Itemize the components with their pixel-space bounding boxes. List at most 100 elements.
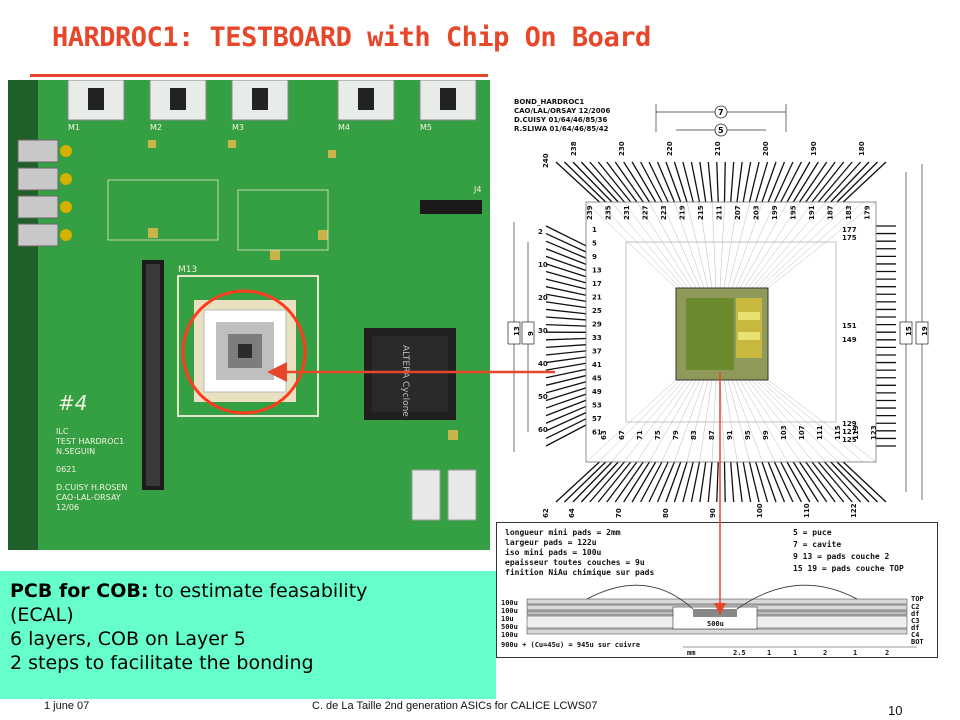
bond-top-27 xyxy=(767,161,786,203)
scale-mm: mm xyxy=(687,649,695,657)
page-number: 10 xyxy=(888,703,903,718)
bond-bottom-28 xyxy=(773,461,794,503)
caption-bold: PCB for COB: xyxy=(10,580,149,602)
label-bottom-115: 115 xyxy=(834,425,842,440)
footer-center: C. de La Taille 2nd generation ASICs for… xyxy=(312,700,598,712)
bond-left-9 xyxy=(545,293,587,303)
bond-left-23 xyxy=(545,387,587,402)
label-bottom-91: 91 xyxy=(726,430,734,440)
legend-2: 7 = cavite xyxy=(793,539,841,549)
bond-left-15 xyxy=(545,337,587,341)
label-left-25: 25 xyxy=(592,307,602,315)
wire-top-18 xyxy=(747,201,814,289)
wire-bottom-2 xyxy=(611,379,685,463)
label-left-29: 29 xyxy=(592,321,602,329)
bond-bottom-17 xyxy=(699,461,707,503)
bond-top-15 xyxy=(682,161,694,203)
bond-left-3 xyxy=(545,248,587,265)
bond-left-12 xyxy=(545,316,587,321)
bond-top-35 xyxy=(817,161,853,203)
label-right-177: 177 xyxy=(842,226,857,234)
spec-line-1: longueur mini pads = 2mm xyxy=(505,527,621,537)
label-bottom-79: 79 xyxy=(672,430,680,440)
label-left-5: 5 xyxy=(592,240,597,248)
label-topinner-219: 219 xyxy=(679,205,687,220)
mezz-label-3: M3 xyxy=(232,123,244,132)
label-bottom-63: 63 xyxy=(600,430,608,440)
module-label: M13 xyxy=(178,265,197,275)
layer-4: 500u xyxy=(501,623,518,631)
layer-2: 100u xyxy=(501,607,518,615)
bond-top-17 xyxy=(699,161,707,203)
label-bottom-103: 103 xyxy=(780,425,788,440)
label-left-41: 41 xyxy=(592,361,602,369)
label-right-151: 151 xyxy=(842,322,857,330)
bond-bottom-18 xyxy=(707,461,713,503)
side-df1: df xyxy=(911,610,919,618)
bond-top-8 xyxy=(623,161,650,203)
silk-line-1: ILC xyxy=(56,427,69,436)
bond-top-4 xyxy=(589,161,625,203)
mezz-label-2: M2 xyxy=(150,123,162,132)
label-right-125: 125 xyxy=(842,436,857,444)
bond-bottom-27 xyxy=(767,461,786,503)
mezz-label-4: M4 xyxy=(338,123,350,132)
label-top-190: 190 xyxy=(810,141,818,156)
label-topinner-235: 235 xyxy=(605,205,613,220)
wire-top-20 xyxy=(755,201,839,289)
mezzanine-connectors xyxy=(67,80,477,121)
scale-4: 2 xyxy=(823,649,827,657)
layer-total: 900u + (Cu=45u) = 945u sur cuivre xyxy=(501,641,640,649)
scale-1: 2.5 xyxy=(733,649,746,657)
wire-bottom-13 xyxy=(727,379,751,463)
label-leftouter-50: 50 xyxy=(538,393,548,401)
label-bottom-75: 75 xyxy=(654,430,662,440)
label-bottomouter-100: 100 xyxy=(756,503,764,518)
label-left-57: 57 xyxy=(592,415,602,423)
bond-bottom-32 xyxy=(798,461,828,503)
cob-highlight-circle xyxy=(181,289,307,415)
bond-bottom-14 xyxy=(673,461,688,503)
label-bottomouter-64: 64 xyxy=(568,508,576,518)
bond-left-8 xyxy=(545,286,587,296)
bond-left-27 xyxy=(545,412,587,432)
bond-bottom-15 xyxy=(682,461,694,503)
bond-top-10 xyxy=(640,161,663,203)
bond-top-18 xyxy=(707,161,713,203)
wire-top-11 xyxy=(719,201,725,289)
bond-bottom-25 xyxy=(755,461,769,503)
title-underline xyxy=(30,74,488,77)
bond-top-9 xyxy=(631,161,657,203)
scale-3: 1 xyxy=(793,649,797,657)
scale-6: 2 xyxy=(885,649,889,657)
wire-top-15 xyxy=(735,201,776,289)
bond-bottom-5 xyxy=(597,461,632,503)
drawing-header-3: D.CUISY 01/64/46/85/36 xyxy=(514,116,608,124)
label-corner-62: 62 xyxy=(542,508,550,518)
wire-top-5 xyxy=(648,201,697,289)
bond-top-20 xyxy=(723,161,726,203)
bond-left-6 xyxy=(545,270,587,284)
bond-top-33 xyxy=(805,161,836,203)
bond-bottom-20 xyxy=(723,461,726,503)
label-bottom-71: 71 xyxy=(636,430,644,440)
label-left-17: 17 xyxy=(592,280,602,288)
bond-left-11 xyxy=(545,308,587,315)
wire-top-14 xyxy=(731,201,763,289)
layer-5: 100u xyxy=(501,631,518,639)
bond-top-14 xyxy=(673,161,688,203)
bond-bottom-6 xyxy=(606,461,638,503)
bond-left-24 xyxy=(545,393,587,409)
wire-top-9 xyxy=(699,201,713,289)
wire-bottom-16 xyxy=(739,379,788,463)
label-bottom-67: 67 xyxy=(618,430,626,440)
bond-left-4 xyxy=(545,255,587,272)
silk-line-4: 0621 xyxy=(56,465,76,474)
label-right-149: 149 xyxy=(842,336,857,344)
label-topinner-179: 179 xyxy=(864,205,872,220)
label-top-230: 230 xyxy=(618,141,626,156)
wire-bottom-18 xyxy=(747,379,814,463)
label-left-53: 53 xyxy=(592,402,602,410)
label-left-33: 33 xyxy=(592,334,602,342)
bond-top-32 xyxy=(798,161,828,203)
